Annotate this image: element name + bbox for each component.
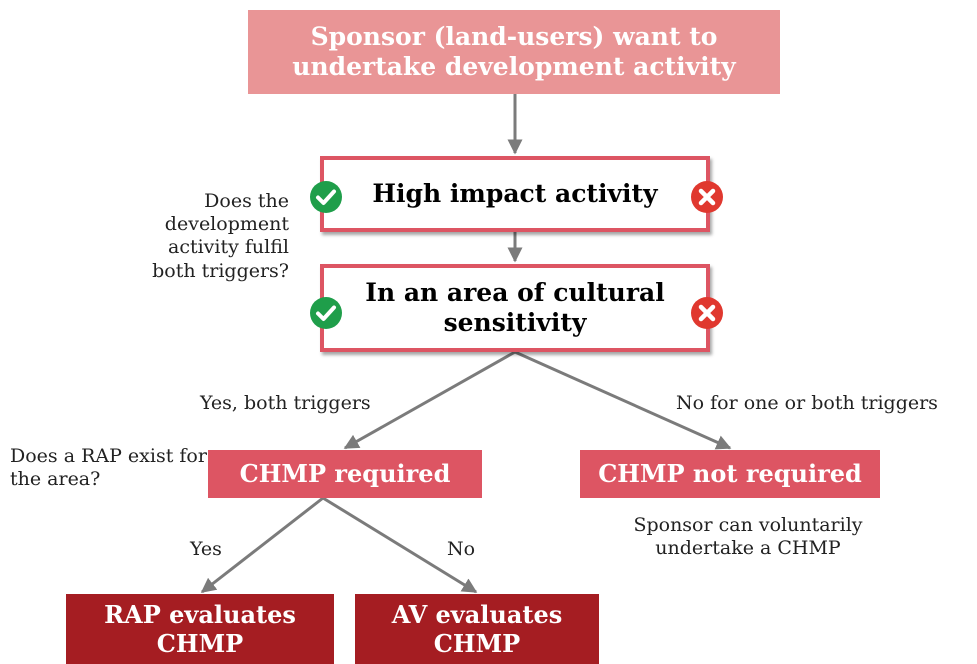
- cross-circle-icon: [691, 181, 723, 213]
- chmp-required-node: CHMP required: [208, 450, 482, 498]
- arrow-chmp-to-av: [322, 496, 478, 594]
- check-circle-icon: [310, 181, 342, 213]
- trigger-question-label: Does the development activity fulfil bot…: [152, 190, 289, 282]
- check-circle-icon: [310, 297, 342, 329]
- av-evaluates-node: AV evaluates CHMP: [355, 594, 599, 664]
- start-node: Sponsor (land-users) want to undertake d…: [248, 10, 780, 94]
- arrow-area-to-chmp-not-required: [514, 350, 732, 450]
- chmp-not-required-node: CHMP not required: [580, 450, 880, 498]
- arrow-chmp-to-rap: [200, 496, 324, 594]
- rap-question-label: Does a RAP exist for the area?: [10, 445, 207, 491]
- branch-no-label: No for one or both triggers: [676, 392, 938, 414]
- arrow-area-to-chmp-required: [343, 350, 516, 450]
- trigger-high-impact-node: High impact activity: [320, 156, 710, 232]
- voluntary-note-label: Sponsor can voluntarily undertake a CHMP: [633, 514, 863, 560]
- trigger-cultural-sensitivity-node: In an area of cultural sensitivity: [320, 264, 710, 352]
- rap-no-label: No: [447, 538, 476, 560]
- rap-yes-label: Yes: [190, 538, 222, 560]
- cross-circle-icon: [691, 297, 723, 329]
- rap-evaluates-node: RAP evaluates CHMP: [66, 594, 334, 664]
- branch-yes-label: Yes, both triggers: [200, 392, 371, 414]
